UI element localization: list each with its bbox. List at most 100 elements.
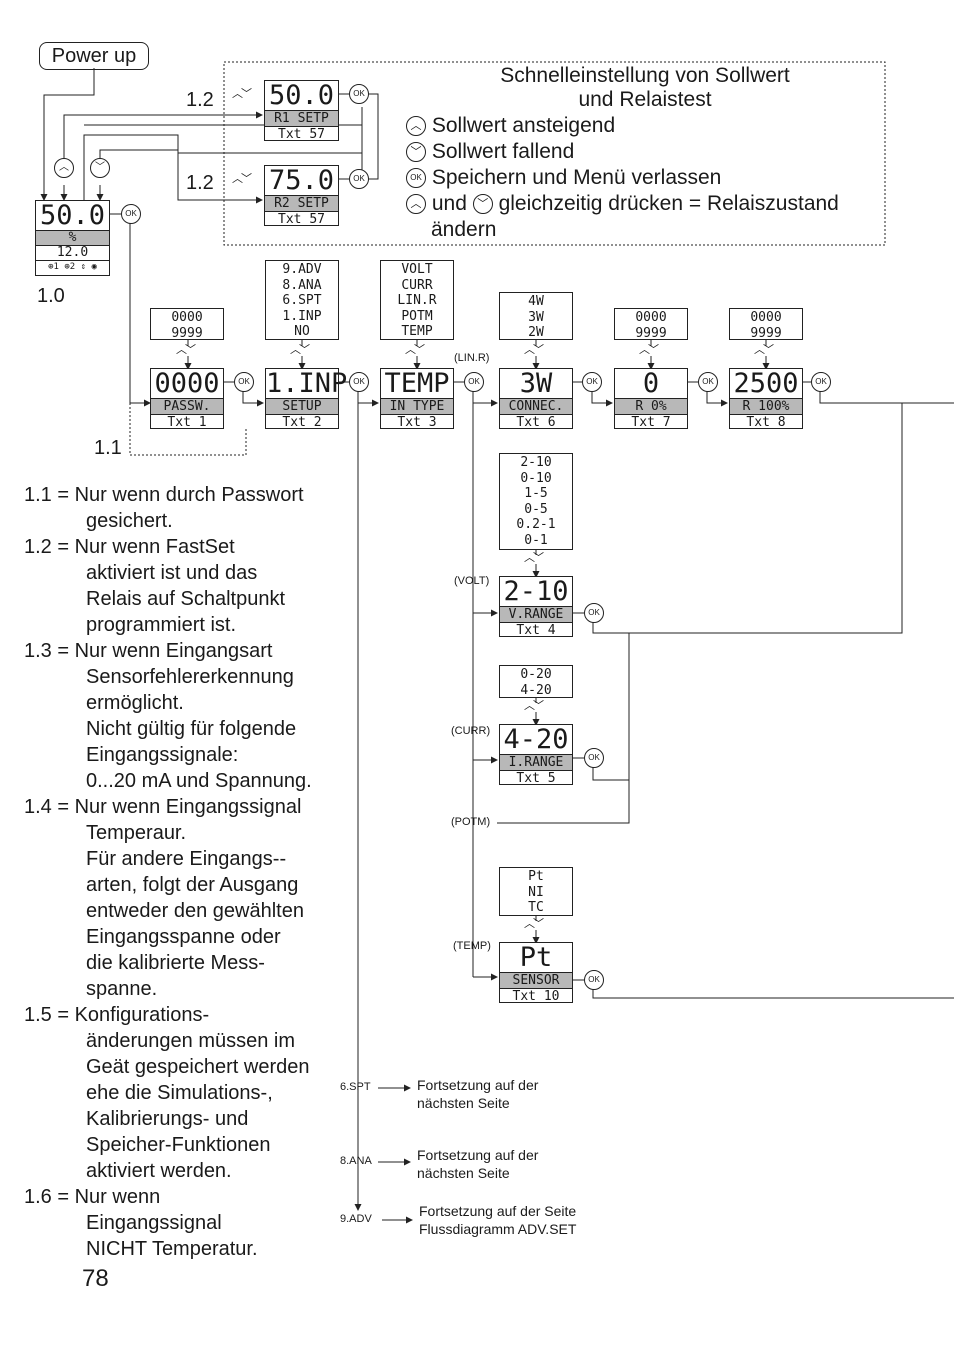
r2-setpoint-display: 75.0 R2 SETP Txt 57 — [264, 165, 339, 227]
connec-label: CONNEC. — [500, 399, 572, 415]
legend-item-ok: OK Speichern und Menü verlassen — [406, 165, 839, 191]
option-item: 6.SPT — [282, 293, 322, 308]
continuation-tag-spt: 6.SPT — [340, 1081, 371, 1093]
option-item: 3W — [528, 309, 544, 325]
in-type-value: TEMP — [381, 369, 453, 399]
v-range-label: V.RANGE — [500, 607, 572, 623]
footnote-line: Sensorfehlererkennung — [86, 666, 294, 688]
main-display-status-icons: ⊕1 ⊕2 ⇕ ◉ — [48, 262, 97, 272]
footnote-line: Für andere Eingangs-- — [86, 848, 287, 870]
continuation-line: nächsten Seite — [417, 1165, 510, 1181]
footnote-head: 1.6 = Nur wenn — [24, 1186, 161, 1208]
ok-icon: OK — [121, 204, 141, 224]
option-item: 9.ADV — [282, 262, 322, 277]
r100-text-code: Txt 8 — [746, 415, 786, 430]
up-arrow-icon: ︿ — [406, 194, 426, 215]
option-item: 2-10 — [520, 455, 552, 470]
footnote-line: Temperaur. — [86, 822, 187, 844]
connec-value: 3W — [500, 369, 572, 399]
fastset-title-line1: Schnelleinstellung von Sollwert — [500, 64, 790, 87]
footnote-line: aktiviert ist und das — [86, 562, 258, 584]
v-range-value: 2-10 — [500, 577, 572, 607]
ok-icon: OK — [464, 372, 484, 392]
option-item: 1-5 — [524, 486, 548, 501]
option-list-r100: 0000 9999 — [729, 308, 803, 341]
option-list-i-range: 0-20 4-20 — [499, 665, 573, 698]
footnotes: 1.1 = Nur wenn durch Passwort gesichert.… — [24, 482, 344, 1262]
r100-display: 2500 R 100% Txt 8 — [729, 368, 803, 430]
option-item: 9999 — [750, 325, 782, 341]
up-arrow-icon: ︿ — [54, 158, 74, 178]
option-item: CURR — [401, 277, 433, 293]
option-item: 0000 — [635, 310, 667, 325]
up-down-arrow-icon: ︿﹀ — [524, 918, 544, 930]
option-item: TC — [528, 900, 544, 915]
option-item: 0-1 — [524, 532, 548, 548]
option-item: NI — [528, 884, 544, 900]
footnote-line: NICHT Temperatur. — [86, 1238, 258, 1260]
continuation-tag-adv: 9.ADV — [340, 1213, 372, 1225]
r100-value: 2500 — [730, 369, 802, 399]
branch-label-potm: (POTM) — [451, 816, 491, 828]
ok-icon: OK — [406, 168, 426, 189]
ok-icon: OK — [349, 372, 369, 392]
option-list-sensor: Pt NI TC — [499, 867, 573, 916]
r2-value: 75.0 — [265, 166, 338, 196]
option-item: NO — [294, 324, 310, 339]
branch-label-volt: (VOLT) — [454, 575, 490, 587]
legend-item-both: ︿ und ﹀ gleichzeitig drücken = Relaiszus… — [406, 191, 839, 217]
continuation-line: Fortsetzung auf der — [417, 1147, 539, 1163]
up-down-arrow-icon: ︿﹀ — [639, 344, 659, 356]
option-list-in-type: VOLT CURR LIN.R POTM TEMP — [380, 260, 454, 340]
legend-item-both-cont: ändern — [431, 218, 497, 241]
continuation-line: Flussdiagramm ADV.SET — [419, 1221, 577, 1237]
r0-value: 0 — [615, 369, 687, 399]
footnote-head: 1.1 = Nur wenn durch Passwort — [24, 484, 304, 506]
up-down-arrow-icon: ︿﹀ — [524, 700, 544, 712]
r0-label: R 0% — [615, 399, 687, 415]
ok-icon: OK — [582, 372, 602, 392]
main-display-sub: 12.0 — [36, 246, 109, 261]
continuation-line: Fortsetzung auf der — [417, 1077, 539, 1093]
option-item: 1.INP — [282, 308, 322, 324]
option-item: 0000 — [750, 310, 782, 325]
i-range-label: I.RANGE — [500, 755, 572, 771]
option-item: TEMP — [401, 324, 433, 339]
tag-1-1: 1.1 — [94, 437, 122, 459]
legend-item-label: Sollwert fallend — [431, 140, 575, 163]
footnote-line: die kalibrierte Mess- — [86, 952, 265, 974]
r1-value: 50.0 — [265, 81, 338, 111]
option-item: 9999 — [635, 325, 667, 341]
footnote-line: aktiviert werden. — [86, 1160, 232, 1182]
option-item: 0000 — [171, 310, 203, 325]
r2-label: R2 SETP — [265, 196, 338, 212]
option-item: LIN.R — [397, 293, 437, 308]
tag-1-2-r1: 1.2 — [186, 89, 214, 111]
ok-icon: OK — [584, 970, 604, 990]
r1-label: R1 SETP — [265, 111, 338, 127]
down-arrow-icon: ﹀ — [90, 158, 110, 178]
i-range-display: 4-20 I.RANGE Txt 5 — [499, 724, 573, 786]
option-item: 9999 — [171, 325, 203, 341]
setup-label: SETUP — [266, 399, 338, 415]
option-item: 4-20 — [520, 682, 552, 698]
page-number: 78 — [82, 1265, 109, 1292]
ok-icon: OK — [234, 372, 254, 392]
legend-item-label: Speichern und Menü verlassen — [431, 166, 722, 189]
footnote-line: gesichert. — [86, 510, 173, 532]
branch-label-linr: (LIN.R) — [454, 352, 490, 364]
main-display: 50.0 % 12.0 ⊕1 ⊕2 ⇕ ◉ — [35, 200, 110, 276]
in-type-display: TEMP IN TYPE Txt 3 — [380, 368, 454, 430]
down-arrow-icon: ﹀ — [406, 142, 426, 163]
connec-text-code: Txt 6 — [516, 415, 556, 430]
option-list-setup: 9.ADV 8.ANA 6.SPT 1.INP NO — [265, 260, 339, 340]
footnote-1-3: 1.3 = Nur wenn Eingangsart Sensorfehlere… — [24, 638, 344, 794]
sensor-text-code: Txt 10 — [512, 989, 560, 1004]
continuation-text-ana: Fortsetzung auf der nächsten Seite — [417, 1146, 538, 1182]
continuation-line: nächsten Seite — [417, 1095, 510, 1111]
footnote-line: arten, folgt der Ausgang — [86, 874, 299, 896]
continuation-text-spt: Fortsetzung auf der nächsten Seite — [417, 1076, 538, 1112]
footnote-line: ermöglicht. — [86, 692, 184, 714]
footnote-line: Geät gespeichert werden — [86, 1056, 310, 1078]
